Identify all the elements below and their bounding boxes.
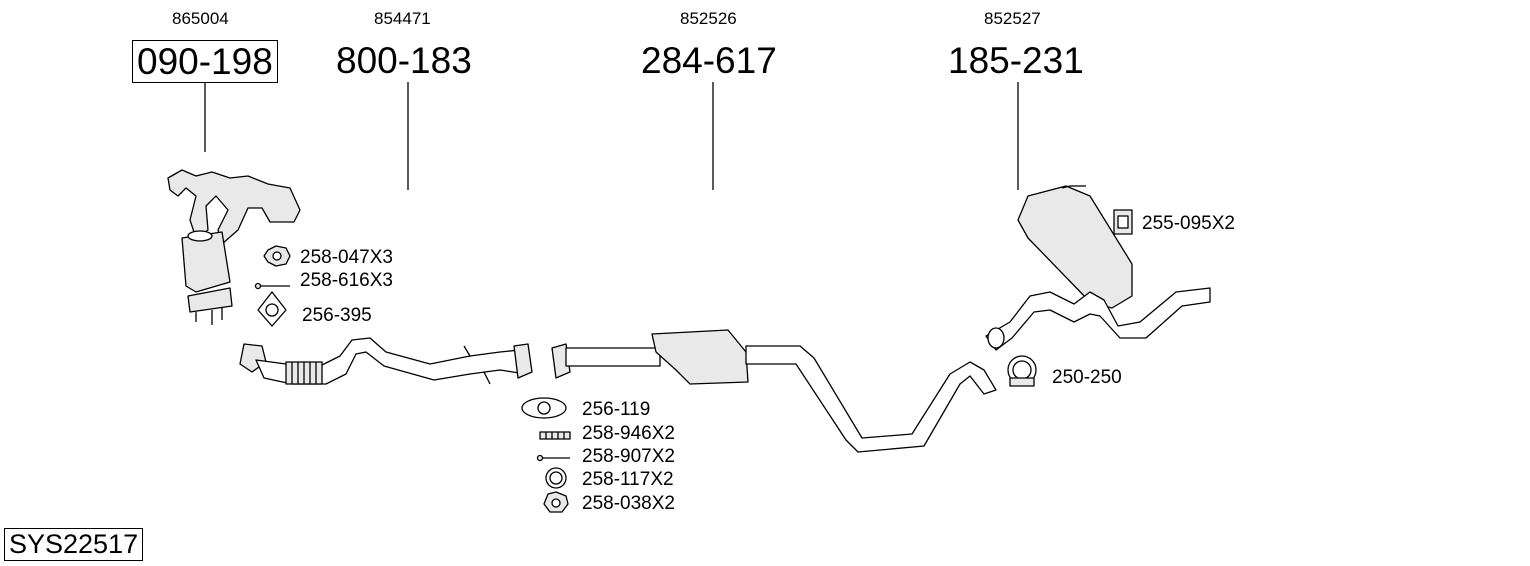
part-ref-3: 852526 bbox=[680, 9, 737, 28]
part-ref-2: 854471 bbox=[374, 9, 431, 28]
rubber-mount-icon bbox=[1113, 209, 1133, 235]
fitting-label-7: 258-117X2 bbox=[582, 469, 674, 490]
fitting-label-6: 258-907X2 bbox=[582, 446, 675, 467]
gasket-icon bbox=[257, 291, 287, 327]
part-number-3: 284-617 bbox=[641, 40, 777, 81]
spring-icon bbox=[539, 431, 571, 440]
ring-icon bbox=[545, 467, 567, 489]
manifold-catalyst bbox=[167, 169, 301, 325]
clamp-icon bbox=[1007, 355, 1037, 387]
flange-nut-icon bbox=[543, 491, 569, 513]
fitting-label-9: 255-095X2 bbox=[1142, 213, 1235, 234]
bolt-icon bbox=[536, 454, 570, 462]
fitting-label-10: 250-250 bbox=[1052, 367, 1122, 388]
fitting-label-1: 258-047X3 bbox=[300, 247, 393, 268]
part-number-1: 090-198 bbox=[132, 40, 278, 83]
part-ref-4: 852527 bbox=[984, 9, 1041, 28]
part-number-2: 800-183 bbox=[336, 40, 472, 81]
fitting-label-3: 256-395 bbox=[302, 305, 372, 326]
fitting-label-2: 258-616X3 bbox=[300, 270, 393, 291]
front-pipe bbox=[239, 337, 533, 385]
nut-icon bbox=[263, 245, 291, 267]
flange-gasket-icon bbox=[521, 397, 567, 419]
part-number-4: 185-231 bbox=[948, 40, 1084, 81]
fitting-label-4: 256-119 bbox=[582, 399, 651, 420]
center-silencer bbox=[551, 329, 997, 453]
rear-silencer bbox=[985, 185, 1211, 351]
fitting-label-5: 258-946X2 bbox=[582, 423, 675, 444]
stud-icon bbox=[254, 282, 290, 290]
part-ref-1: 865004 bbox=[172, 9, 229, 28]
fitting-label-8: 258-038X2 bbox=[582, 493, 675, 514]
system-code: SYS22517 bbox=[4, 528, 144, 561]
